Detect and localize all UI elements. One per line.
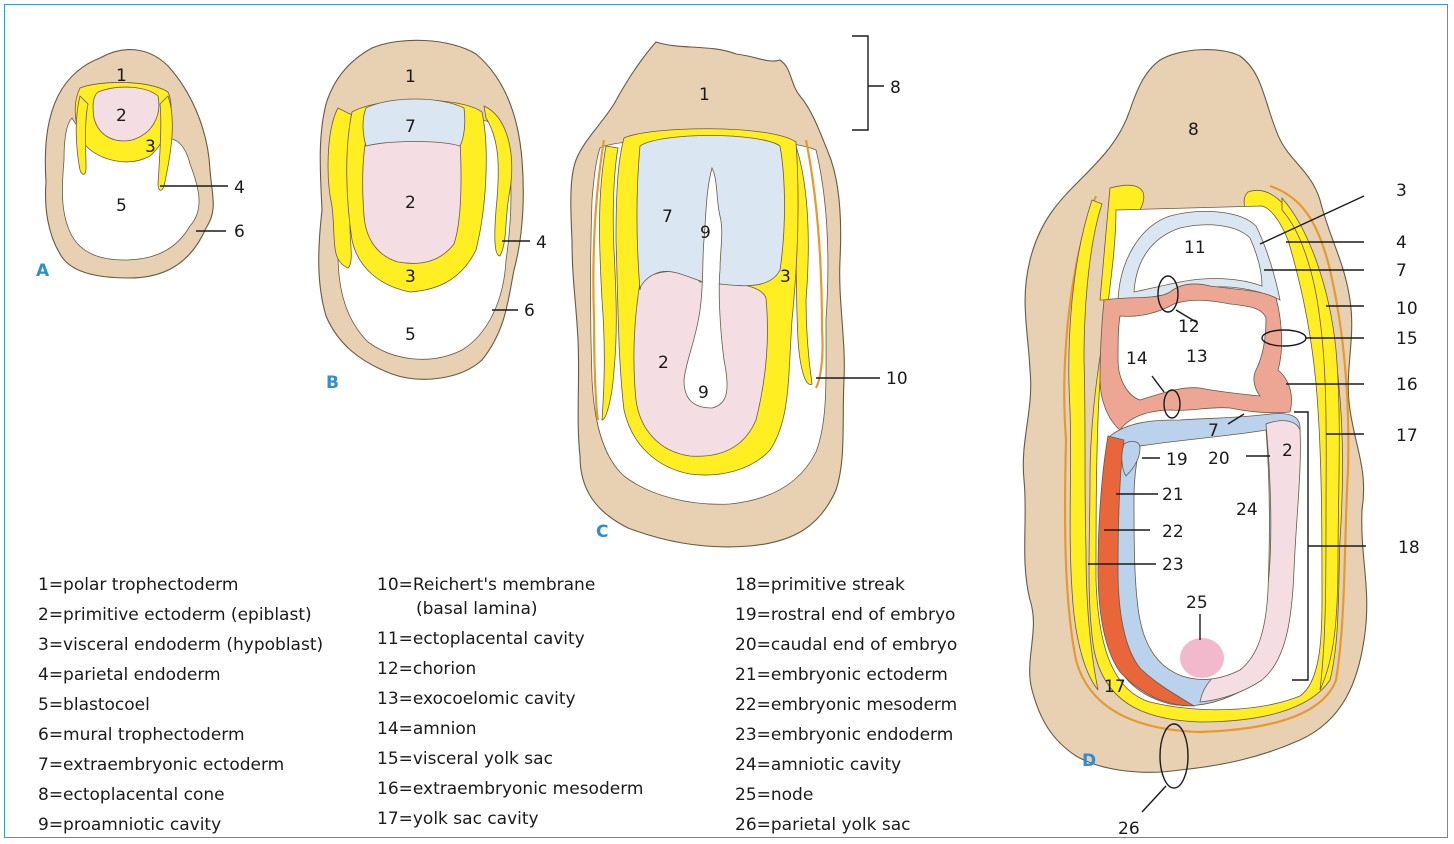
d-label-26: 26 bbox=[1118, 819, 1140, 839]
d-label-2: 2 bbox=[1282, 441, 1293, 461]
legend-item: 22=embryonic mesoderm bbox=[735, 690, 957, 720]
legend-item: 25=node bbox=[735, 780, 957, 810]
d-label-17a: 17 bbox=[1396, 426, 1418, 446]
d-label-3: 3 bbox=[1396, 181, 1407, 201]
d-label-20: 20 bbox=[1208, 449, 1230, 469]
legend-item: 19=rostral end of embryo bbox=[735, 600, 957, 630]
legend-item: 6=mural trophectoderm bbox=[38, 720, 323, 750]
legend-column-1: 1=polar trophectoderm 2=primitive ectode… bbox=[38, 570, 323, 840]
panel-d-embryo bbox=[1023, 50, 1367, 812]
legend-item: 9=proamniotic cavity bbox=[38, 810, 323, 840]
legend-item: 16=extraembryonic mesoderm bbox=[377, 774, 643, 804]
panel-a-embryo bbox=[45, 50, 228, 278]
legend-item-continuation: (basal lamina) bbox=[377, 594, 643, 624]
a-label-5: 5 bbox=[116, 196, 127, 216]
d-label-22: 22 bbox=[1162, 522, 1184, 542]
legend-item: 12=chorion bbox=[377, 654, 643, 684]
d-label-18: 18 bbox=[1398, 538, 1420, 558]
panel-label-c: C bbox=[596, 522, 608, 542]
d-label-10: 10 bbox=[1396, 299, 1418, 319]
d-label-16: 16 bbox=[1396, 375, 1418, 395]
legend-item: 15=visceral yolk sac bbox=[377, 744, 643, 774]
a-label-4: 4 bbox=[234, 178, 245, 198]
d-label-14: 14 bbox=[1126, 349, 1148, 369]
panel-label-b: B bbox=[326, 373, 339, 393]
c-label-9b: 9 bbox=[698, 383, 709, 403]
d-label-13: 13 bbox=[1186, 347, 1208, 367]
panel-c-embryo bbox=[571, 36, 884, 547]
legend-item: 1=polar trophectoderm bbox=[38, 570, 323, 600]
legend-item: 20=caudal end of embryo bbox=[735, 630, 957, 660]
c-label-8: 8 bbox=[890, 78, 901, 98]
c-label-10: 10 bbox=[886, 369, 908, 389]
legend-item: 13=exocoelomic cavity bbox=[377, 684, 643, 714]
d-node bbox=[1180, 638, 1224, 678]
panel-label-d: D bbox=[1082, 751, 1096, 771]
d-label-25: 25 bbox=[1186, 593, 1208, 613]
d-label-7a: 7 bbox=[1396, 261, 1407, 281]
a-label-2: 2 bbox=[116, 106, 127, 126]
legend-item: 17=yolk sac cavity bbox=[377, 804, 643, 834]
d-leader-26 bbox=[1142, 786, 1166, 812]
b-label-1: 1 bbox=[405, 67, 416, 87]
b-label-4: 4 bbox=[536, 233, 547, 253]
a-label-6: 6 bbox=[234, 222, 245, 242]
c-bracket-8 bbox=[852, 36, 884, 130]
c-label-9a: 9 bbox=[700, 223, 711, 243]
d-label-17b: 17 bbox=[1104, 677, 1126, 697]
legend-item: 21=embryonic ectoderm bbox=[735, 660, 957, 690]
legend-item: 2=primitive ectoderm (epiblast) bbox=[38, 600, 323, 630]
legend-column-3: 18=primitive streak 19=rostral end of em… bbox=[735, 570, 957, 840]
d-label-23: 23 bbox=[1162, 555, 1184, 575]
c-label-7: 7 bbox=[662, 207, 673, 227]
legend-item: 8=ectoplacental cone bbox=[38, 780, 323, 810]
b-label-6: 6 bbox=[524, 301, 535, 321]
b-label-3: 3 bbox=[405, 267, 416, 287]
c-label-1: 1 bbox=[699, 85, 710, 105]
legend-item: 23=embryonic endoderm bbox=[735, 720, 957, 750]
legend-item: 18=primitive streak bbox=[735, 570, 957, 600]
c-label-3: 3 bbox=[780, 267, 791, 287]
panel-label-a: A bbox=[36, 261, 50, 281]
panel-b-embryo bbox=[319, 40, 530, 379]
legend-item: 5=blastocoel bbox=[38, 690, 323, 720]
d-label-12: 12 bbox=[1178, 317, 1200, 337]
legend-item: 26=parietal yolk sac bbox=[735, 810, 957, 840]
d-label-8: 8 bbox=[1188, 120, 1199, 140]
legend-item: 3=visceral endoderm (hypoblast) bbox=[38, 630, 323, 660]
c-label-2: 2 bbox=[658, 353, 669, 373]
b-label-2: 2 bbox=[405, 193, 416, 213]
d-label-7b: 7 bbox=[1208, 421, 1219, 441]
d-label-4: 4 bbox=[1396, 233, 1407, 253]
d-label-21: 21 bbox=[1162, 485, 1184, 505]
legend-item: 24=amniotic cavity bbox=[735, 750, 957, 780]
d-label-11: 11 bbox=[1184, 238, 1206, 258]
b-label-5: 5 bbox=[405, 325, 416, 345]
legend-item: 14=amnion bbox=[377, 714, 643, 744]
d-label-19: 19 bbox=[1166, 450, 1188, 470]
d-label-15: 15 bbox=[1396, 329, 1418, 349]
a-label-1: 1 bbox=[116, 66, 127, 86]
legend-item: 7=extraembryonic ectoderm bbox=[38, 750, 323, 780]
legend-item: 4=parietal endoderm bbox=[38, 660, 323, 690]
legend-column-2: 10=Reichert's membrane (basal lamina) 11… bbox=[377, 570, 643, 834]
legend-item: 11=ectoplacental cavity bbox=[377, 624, 643, 654]
b-label-7: 7 bbox=[405, 117, 416, 137]
a-label-3: 3 bbox=[145, 137, 156, 157]
d-label-24: 24 bbox=[1236, 500, 1258, 520]
